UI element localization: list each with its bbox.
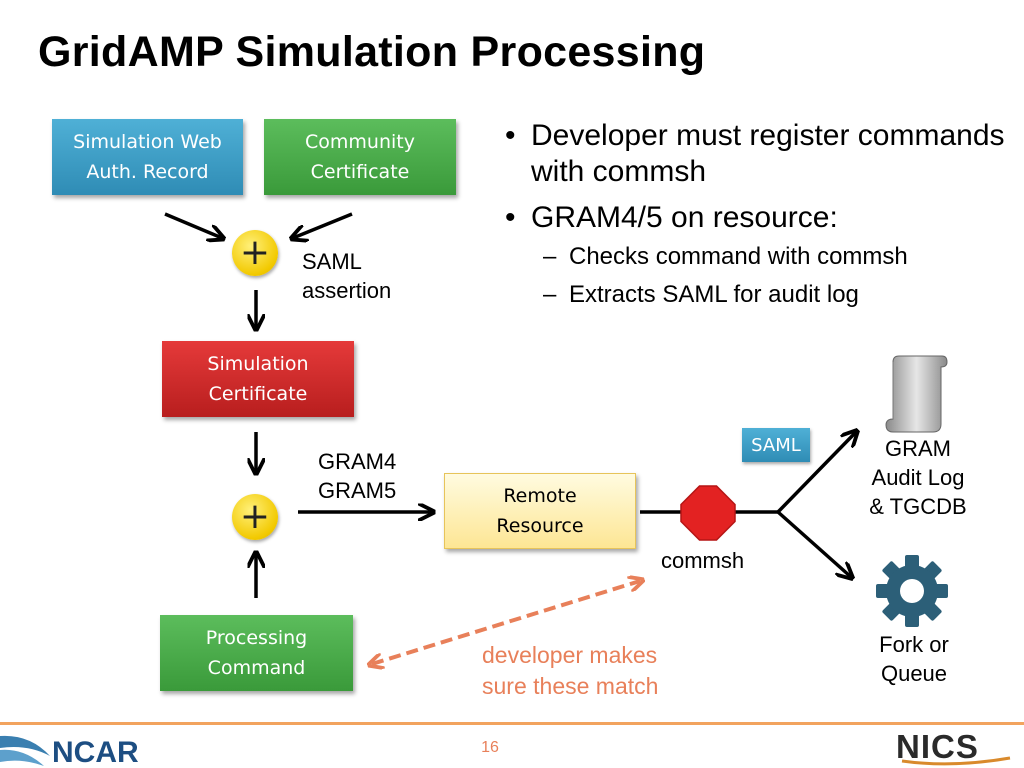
arrow-commsh-to-fork-queue xyxy=(776,510,851,577)
arrow-web-auth-to-plus xyxy=(164,212,222,238)
saml-assertion-label: SAML assertion xyxy=(302,249,392,303)
gear-icon xyxy=(876,555,948,627)
bullet-glyph: • xyxy=(505,119,516,152)
processing-command-box: Processing Command xyxy=(160,615,353,691)
page-number: 16 xyxy=(481,739,499,756)
arrow-community-to-plus xyxy=(293,212,353,238)
sub-bullet-item: – Extracts SAML for audit log xyxy=(505,276,1005,314)
bullet-glyph: • xyxy=(505,201,516,234)
sub-bullet-item: – Checks command with commsh xyxy=(505,238,1005,276)
saml-tag: SAML xyxy=(742,428,810,462)
developer-match-note: developer makes sure these match xyxy=(482,642,659,699)
svg-text:NCAR: NCAR xyxy=(52,736,139,768)
fork-queue-label: Fork or Queue xyxy=(879,632,949,686)
combine-plus-bottom: + xyxy=(232,494,278,540)
bullet-text: GRAM4/5 on resource: xyxy=(531,201,838,234)
match-double-arrow xyxy=(372,581,640,664)
scroll-icon xyxy=(885,355,948,433)
bullet-item: • Developer must register commands with … xyxy=(505,118,1005,190)
nics-logo: NICS xyxy=(896,728,1011,766)
gram-versions-label: GRAM4 GRAM5 xyxy=(318,449,397,503)
stop-sign-icon xyxy=(680,485,736,541)
footer-divider xyxy=(0,722,1024,725)
ncar-logo: NCAR xyxy=(0,735,139,768)
combine-plus-top: + xyxy=(232,230,278,276)
sub-bullet-glyph: – xyxy=(543,281,557,308)
sub-bullet-glyph: – xyxy=(543,243,557,270)
arrow-commsh-to-audit-log xyxy=(776,432,856,514)
bullet-list: • Developer must register commands with … xyxy=(505,118,1005,314)
web-auth-record-box: Simulation Web Auth. Record xyxy=(52,119,243,195)
sub-bullet-text: Checks command with commsh xyxy=(569,243,908,270)
gram-audit-log-label: GRAM Audit Log & TGCDB xyxy=(869,436,967,519)
community-certificate-box: Community Certificate xyxy=(264,119,456,195)
slide-title: GridAMP Simulation Processing xyxy=(38,28,706,76)
sub-bullet-text: Extracts SAML for audit log xyxy=(569,281,859,308)
commsh-label: commsh xyxy=(661,548,745,573)
bullet-text: Developer must register commands with co… xyxy=(531,119,1005,188)
remote-resource-box: Remote Resource xyxy=(444,473,636,549)
bullet-item: • GRAM4/5 on resource: xyxy=(505,200,1005,236)
simulation-certificate-box: Simulation Certificate xyxy=(162,341,354,417)
svg-text:NICS: NICS xyxy=(896,728,979,765)
